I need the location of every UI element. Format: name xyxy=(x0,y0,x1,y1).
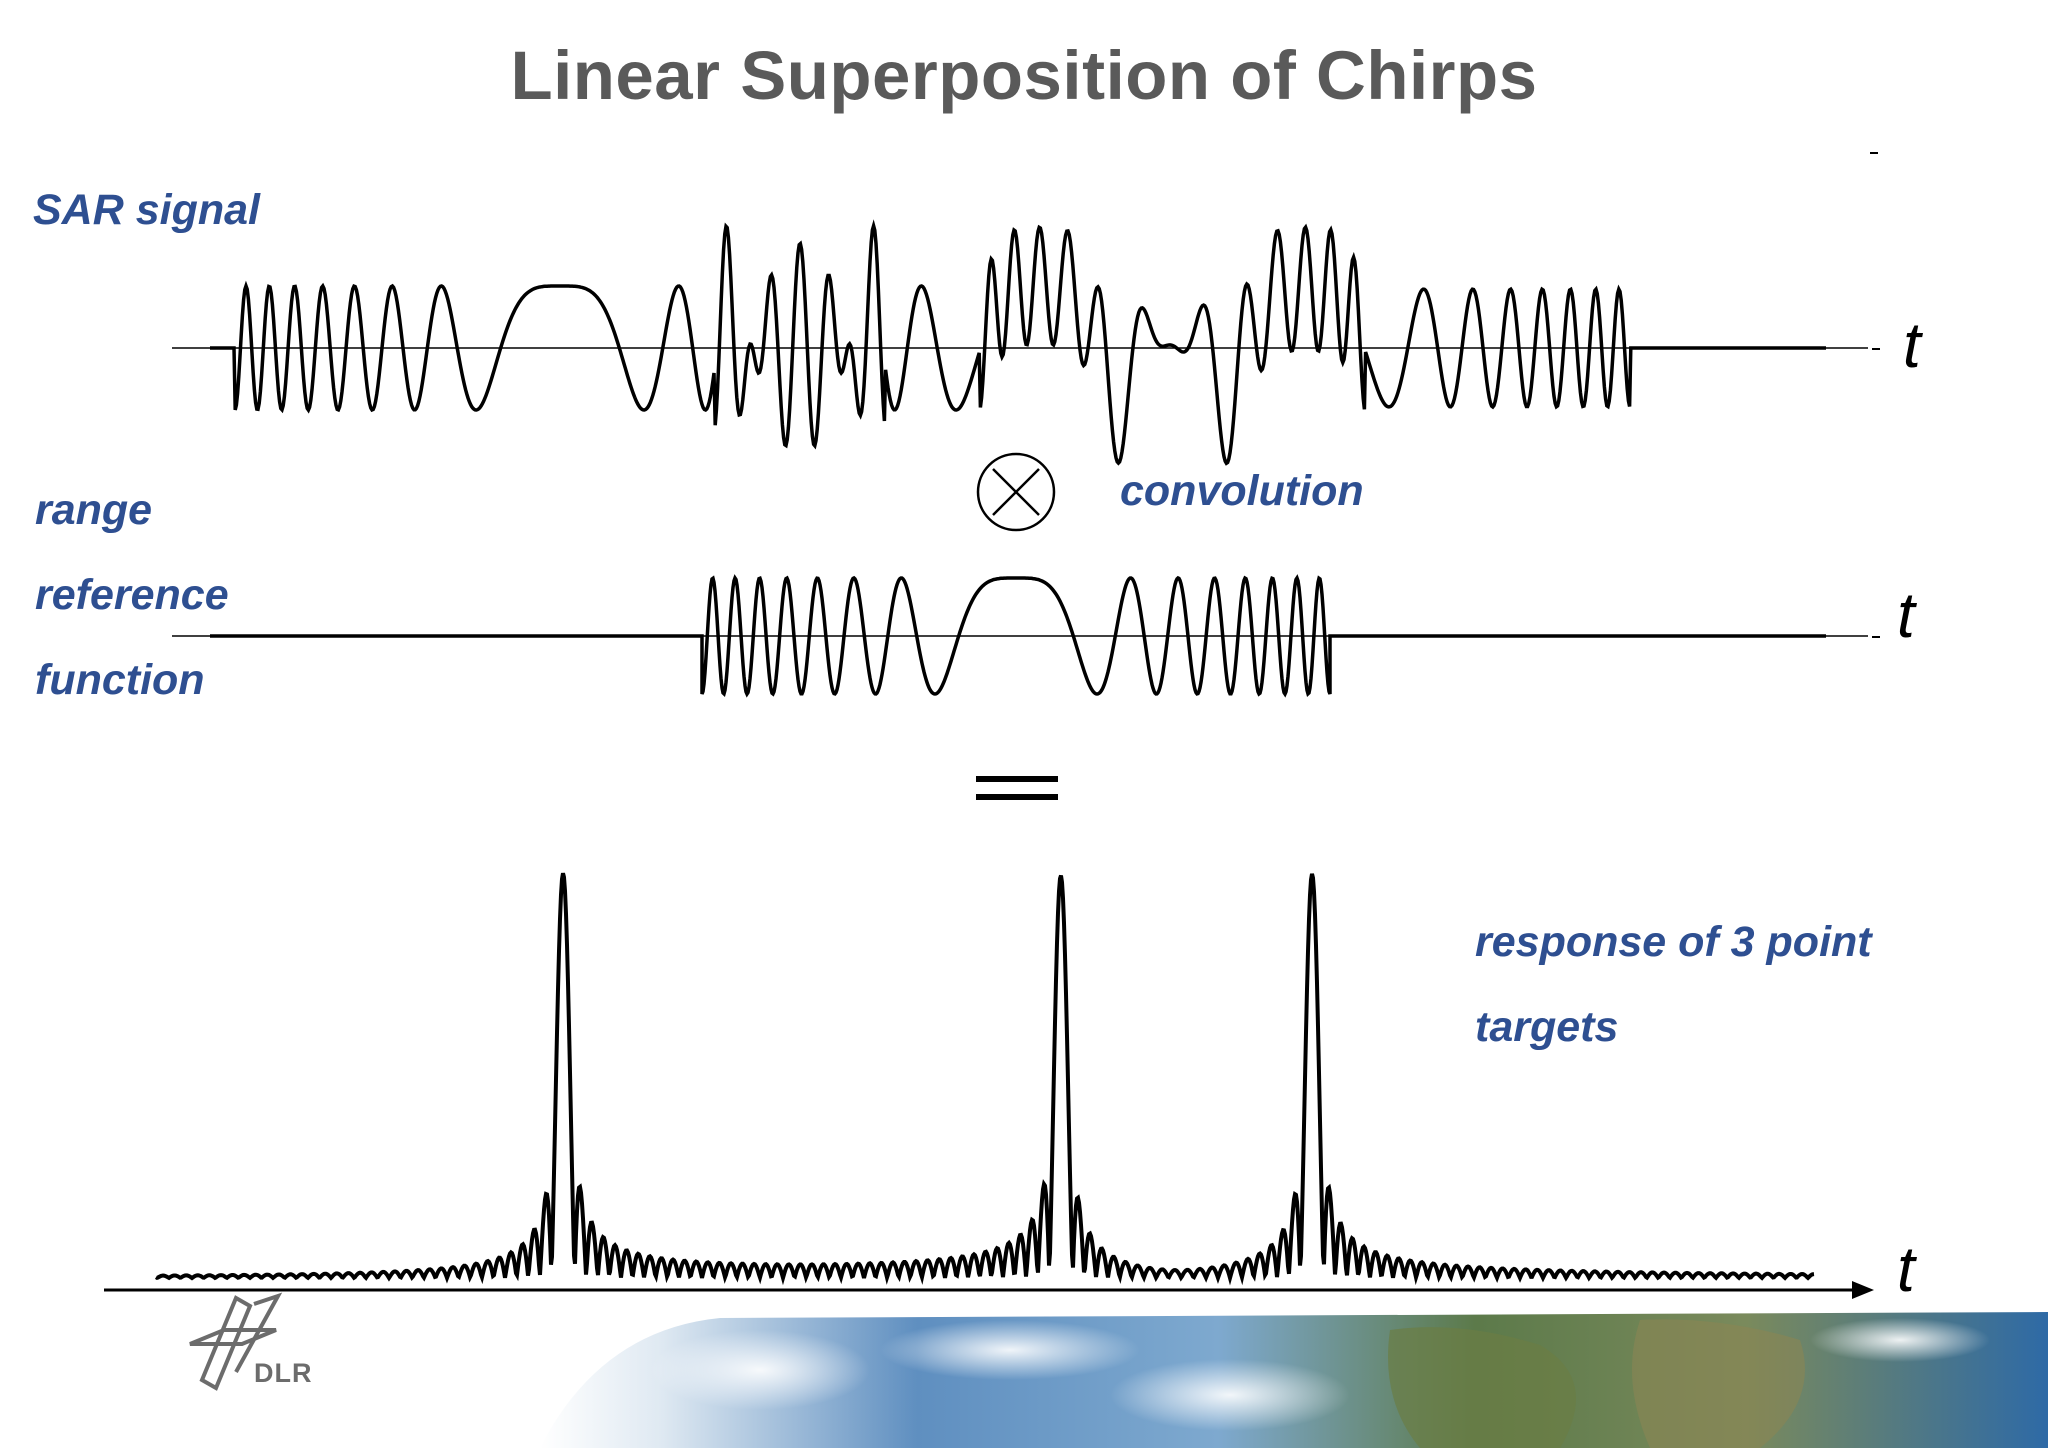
dash-mark xyxy=(1870,152,1878,154)
t-axis-label-reference: t xyxy=(1897,579,1915,651)
equals-sign-icon xyxy=(976,794,1058,800)
t-axis-label-response: t xyxy=(1897,1233,1915,1305)
dlr-logo-icon xyxy=(189,1292,283,1391)
response-label-line1: response of 3 point xyxy=(1475,918,1872,966)
reference-function-waveform xyxy=(210,574,1826,698)
arrow-right-icon xyxy=(1852,1281,1874,1299)
compressed-response-waveform xyxy=(154,872,1815,1286)
dash-mark xyxy=(1872,348,1880,350)
response-axis xyxy=(104,1281,1874,1299)
reference-label: reference xyxy=(35,571,229,619)
sar-signal-label: SAR signal xyxy=(33,186,260,234)
equals-sign-icon xyxy=(976,776,1058,782)
earth-banner xyxy=(540,1312,2048,1448)
range-label: range xyxy=(35,486,153,534)
t-axis-label-sar: t xyxy=(1903,309,1921,381)
sar-signal-waveform xyxy=(210,219,1826,466)
convolution-label: convolution xyxy=(1120,467,1364,515)
convolution-operator-icon xyxy=(976,452,1056,532)
function-label: function xyxy=(35,656,205,704)
slide-title: Linear Superposition of Chirps xyxy=(510,37,1538,114)
dlr-logo-text: DLR xyxy=(254,1358,313,1388)
response-label-line2: targets xyxy=(1475,1003,1619,1051)
dash-mark xyxy=(1872,636,1880,638)
